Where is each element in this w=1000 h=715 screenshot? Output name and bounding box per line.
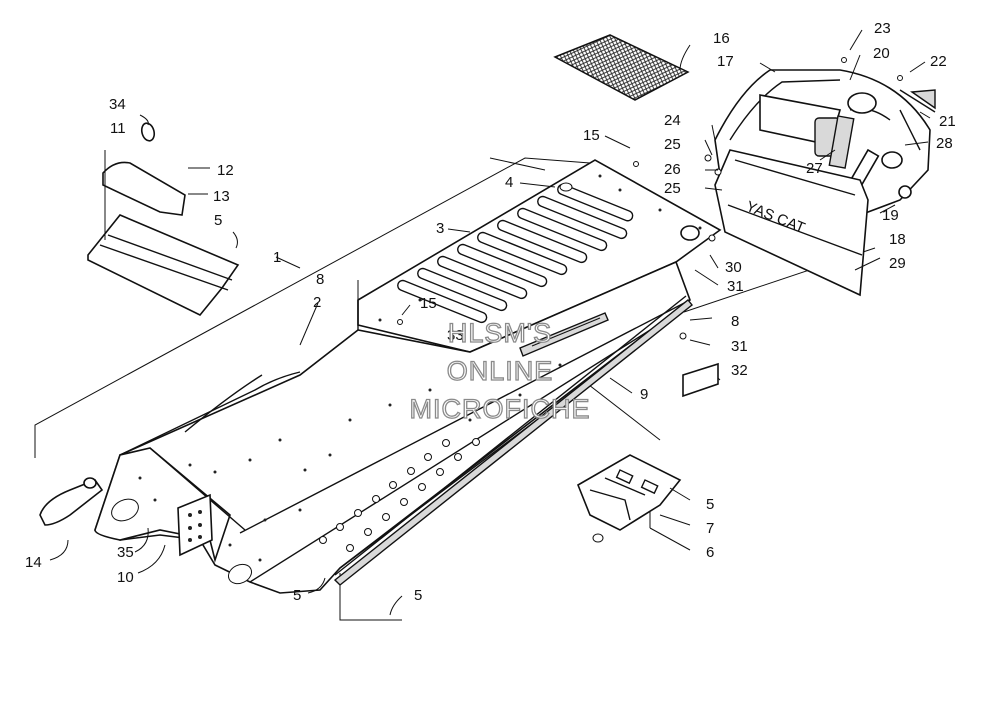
- callout-12: 12: [217, 162, 234, 179]
- rear-bushing: [680, 225, 700, 241]
- callout-24: 24: [664, 112, 681, 129]
- callout-9: 9: [640, 386, 648, 403]
- callout-15b: 15: [583, 127, 600, 144]
- callout-27: 27: [806, 160, 823, 177]
- callout-7: 7: [706, 520, 714, 537]
- callout-25b: 25: [664, 180, 681, 197]
- callout-28: 28: [936, 135, 953, 152]
- callout-5c: 5: [293, 587, 301, 604]
- callout-31b: 31: [731, 338, 748, 355]
- callout-23: 23: [874, 20, 891, 37]
- mesh-pad: [553, 34, 690, 101]
- front-guard: [39, 477, 104, 526]
- rivets: [138, 174, 702, 562]
- callout-4: 4: [505, 174, 513, 191]
- callout-5d: 5: [414, 587, 422, 604]
- callout-18: 18: [889, 231, 906, 248]
- watermark-line-2: ONLINE: [447, 356, 554, 386]
- leader-lines: [49, 29, 931, 616]
- callout-20: 20: [873, 45, 890, 62]
- callout-14: 14: [25, 554, 42, 571]
- callout-8a: 8: [316, 271, 324, 288]
- mount-hole: [559, 182, 573, 192]
- callout-34: 34: [109, 96, 126, 113]
- callout-11: 11: [110, 120, 126, 137]
- callout-17: 17: [717, 53, 734, 70]
- callout-3: 3: [436, 220, 444, 237]
- side-rail: [333, 295, 693, 586]
- cover-plates: [87, 122, 240, 316]
- callout-15a: 15: [420, 295, 437, 312]
- callout-30: 30: [725, 259, 742, 276]
- callout-13: 13: [213, 188, 230, 205]
- watermark-line-3: MICROFICHE: [410, 394, 591, 424]
- decal: [682, 362, 719, 398]
- watermark: HLSM'S ONLINE MICROFICHE: [409, 317, 591, 424]
- side-holes: [319, 438, 480, 552]
- deck-slots: [397, 183, 634, 324]
- callout-29: 29: [889, 255, 906, 272]
- callout-35: 35: [117, 544, 134, 561]
- footrest-bracket: [576, 454, 682, 543]
- callout-19: 19: [882, 207, 899, 224]
- plate: [177, 493, 213, 557]
- rear-bumper: YAS CAT: [397, 57, 936, 340]
- callout-21: 21: [939, 113, 956, 130]
- reflector-strip: [519, 312, 609, 357]
- callout-5a: 5: [214, 212, 222, 229]
- callout-labels: 1 2 3 4 5 5 5 5 6 7 8 8 9 10 11 12 13 14…: [25, 20, 956, 604]
- callout-26: 26: [664, 161, 681, 178]
- watermark-line-1: HLSM'S: [448, 318, 552, 348]
- callout-32: 32: [731, 362, 748, 379]
- callout-10: 10: [117, 569, 134, 586]
- callout-22: 22: [930, 53, 947, 70]
- callout-16: 16: [713, 30, 730, 47]
- callout-5b: 5: [706, 496, 714, 513]
- callout-25a: 25: [664, 136, 681, 153]
- callout-8b: 8: [731, 313, 739, 330]
- callout-1: 1: [273, 249, 281, 266]
- callout-6: 6: [706, 544, 714, 561]
- callout-33: 33: [447, 327, 464, 344]
- callout-31a: 31: [727, 278, 744, 295]
- callout-2: 2: [313, 294, 321, 311]
